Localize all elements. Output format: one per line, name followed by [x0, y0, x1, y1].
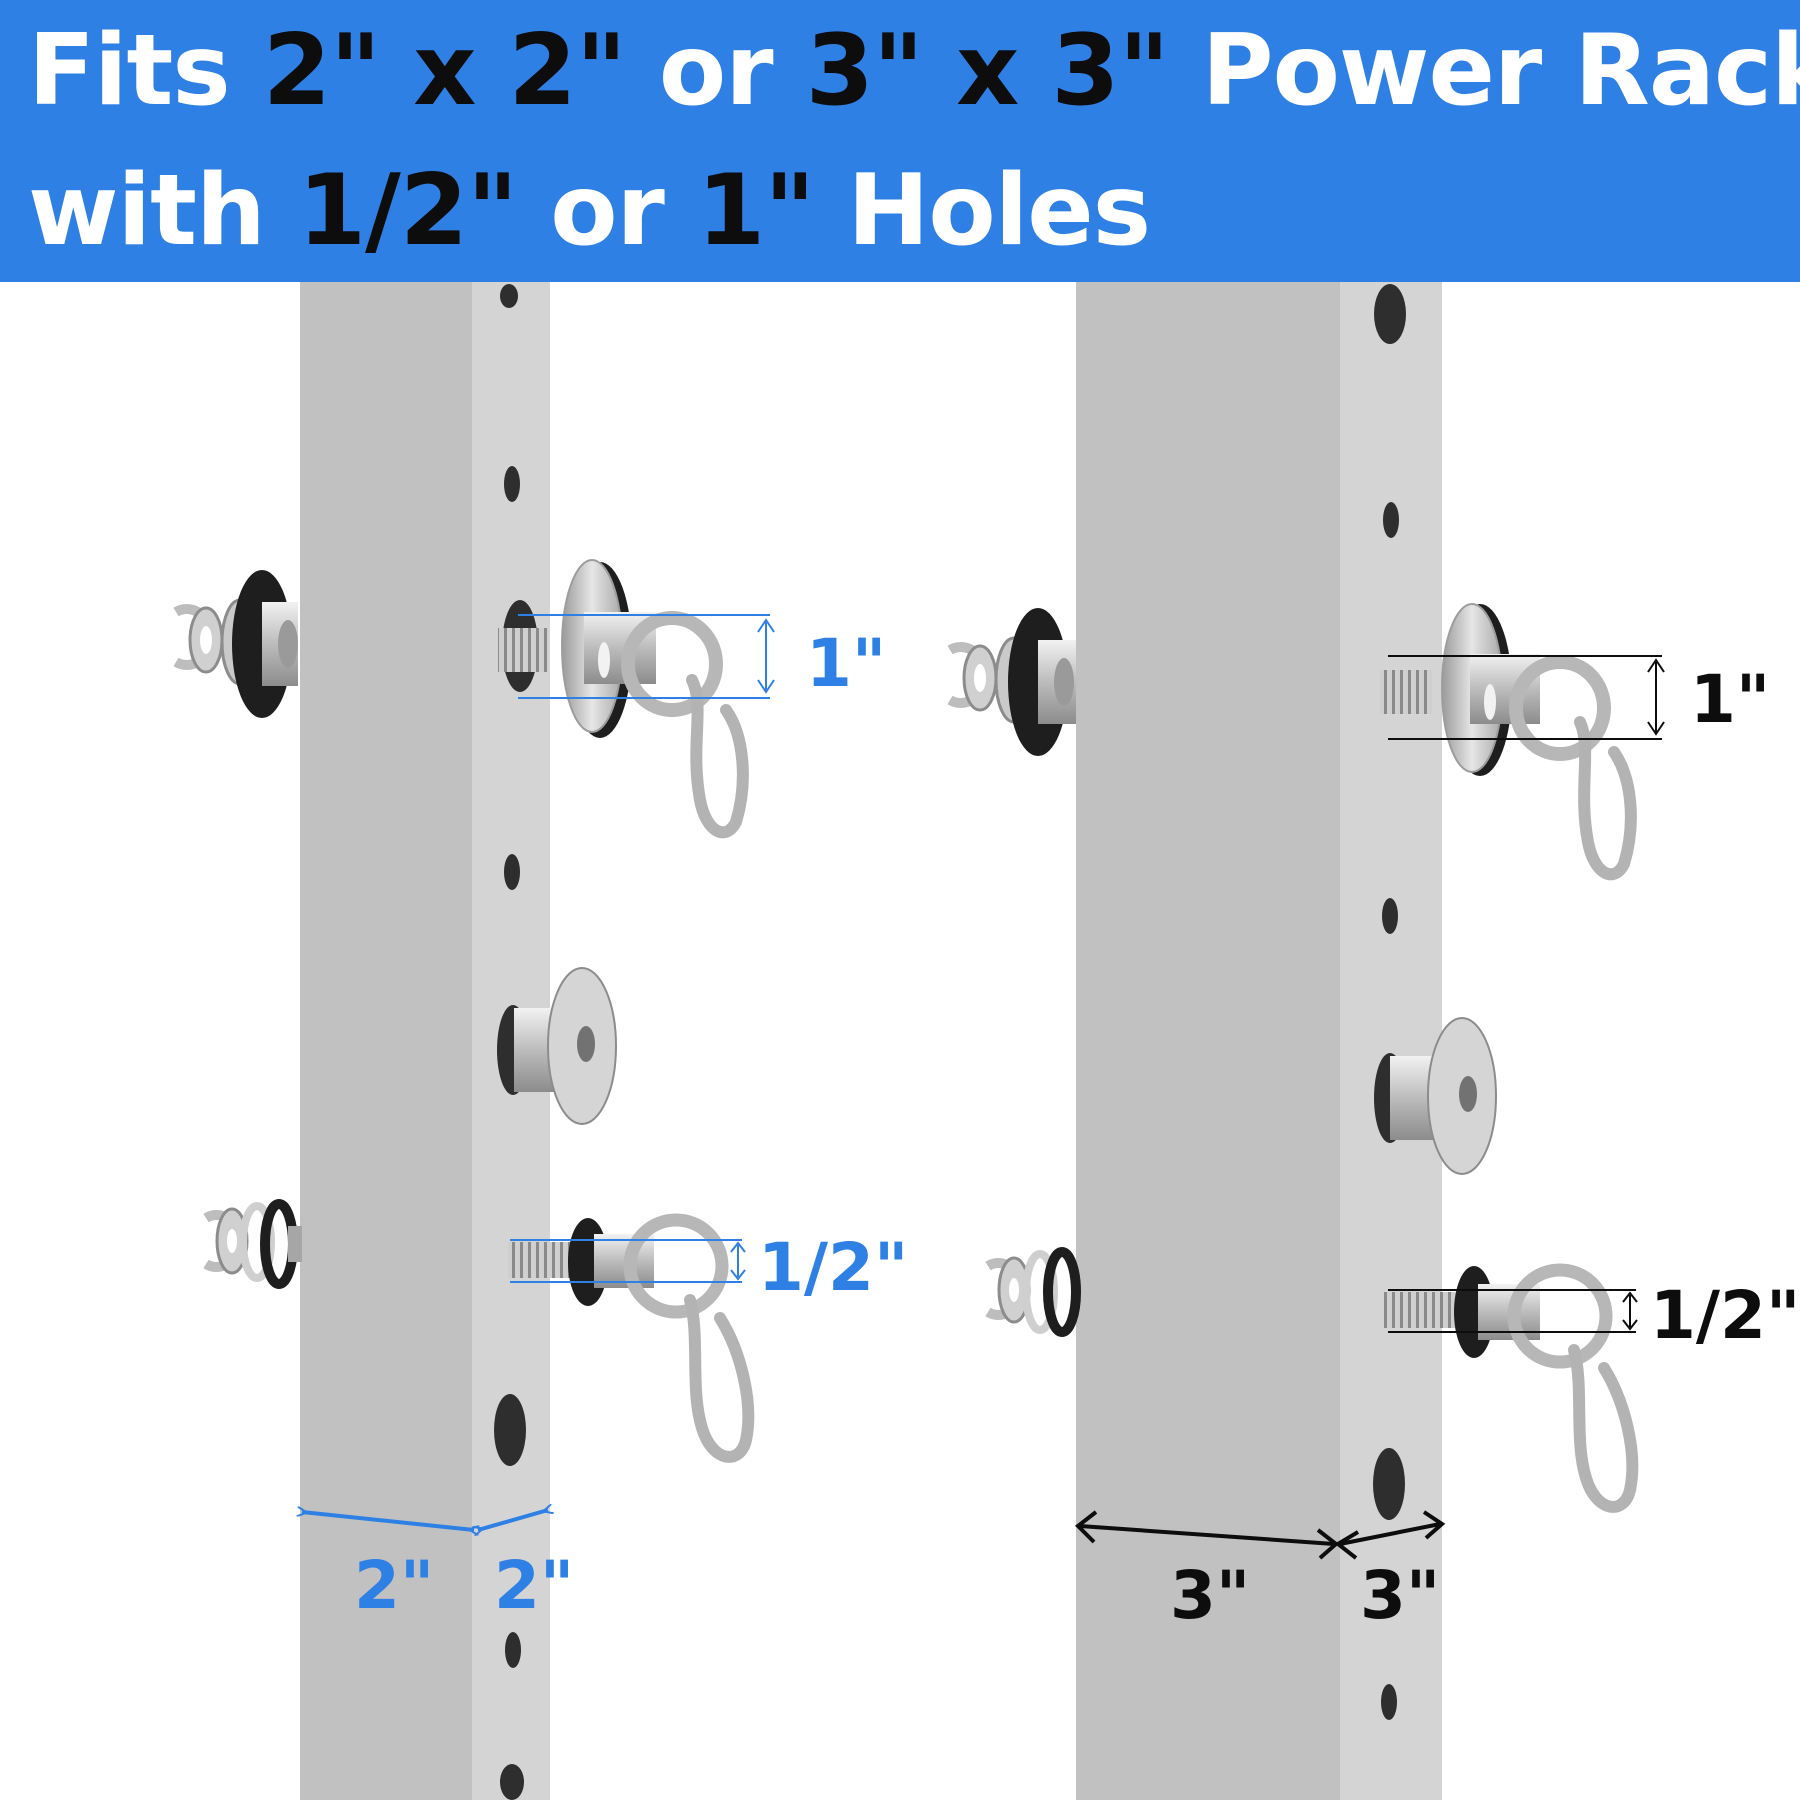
- width-label-3x3-side: 3": [1360, 1557, 1440, 1634]
- width-label-3x3-face: 3": [1170, 1557, 1250, 1634]
- spacer-2x2-middle: [497, 967, 617, 1125]
- hole-label-2x2-small: 1/2": [758, 1229, 908, 1306]
- hole-label-3x3-small: 1/2": [1650, 1277, 1800, 1354]
- headline-text-holes: Holes: [814, 154, 1151, 268]
- left-nut-assembly-lower-3x3: [985, 1247, 1081, 1337]
- upright-2x2-holes: [494, 284, 526, 1800]
- hole-label-3x3-large: 1": [1690, 661, 1770, 738]
- width-arrows-3x3: [1074, 1510, 1446, 1560]
- upright-3x3-holes: [1373, 284, 1406, 1720]
- upright-2x2-face: [300, 282, 472, 1800]
- headline-line-2: with 1/2" or 1" Holes: [28, 162, 1151, 260]
- left-nut-assembly-lower: [203, 1199, 302, 1289]
- headline-size-2x2: 2" x 2": [262, 14, 627, 128]
- headline-size-3x3: 3" x 3": [805, 14, 1170, 128]
- upright-2x2: [173, 282, 775, 1800]
- headline-banner: Fits 2" x 2" or 3" x 3" Power Rack with …: [0, 0, 1800, 282]
- eye-bolt-3x3-upper: [1380, 603, 1637, 881]
- width-arrows-2x2: [302, 1510, 548, 1530]
- headline-text-or-2: or: [517, 154, 697, 268]
- hole-callout-2x2-large: [518, 614, 775, 699]
- headline-hole-one: 1": [697, 154, 815, 268]
- left-nut-assembly-upper-3x3: [947, 608, 1076, 756]
- width-label-2x2-face: 2": [354, 1547, 434, 1624]
- hole-callout-3x3-large: [1388, 655, 1665, 740]
- headline-line-1: Fits 2" x 2" or 3" x 3" Power Rack: [28, 22, 1800, 120]
- upright-3x3-face: [1076, 282, 1340, 1800]
- headline-hole-half: 1/2": [297, 154, 518, 268]
- headline-text-power-rack: Power Rack: [1168, 14, 1800, 128]
- hole-callout-3x3-small: [1388, 1289, 1638, 1333]
- upright-3x3: [947, 282, 1665, 1800]
- headline-text-with: with: [28, 154, 298, 268]
- headline-text-or: or: [625, 14, 806, 128]
- eye-bolt-2x2-upper: [498, 559, 749, 839]
- left-nut-assembly-upper: [173, 570, 298, 718]
- hole-label-2x2-large: 1": [806, 625, 886, 702]
- width-label-2x2-side: 2": [494, 1547, 574, 1624]
- hole-callout-2x2-small: [510, 1239, 746, 1283]
- headline-text-fits: Fits: [28, 14, 263, 128]
- spacer-3x3-middle: [1374, 1017, 1497, 1175]
